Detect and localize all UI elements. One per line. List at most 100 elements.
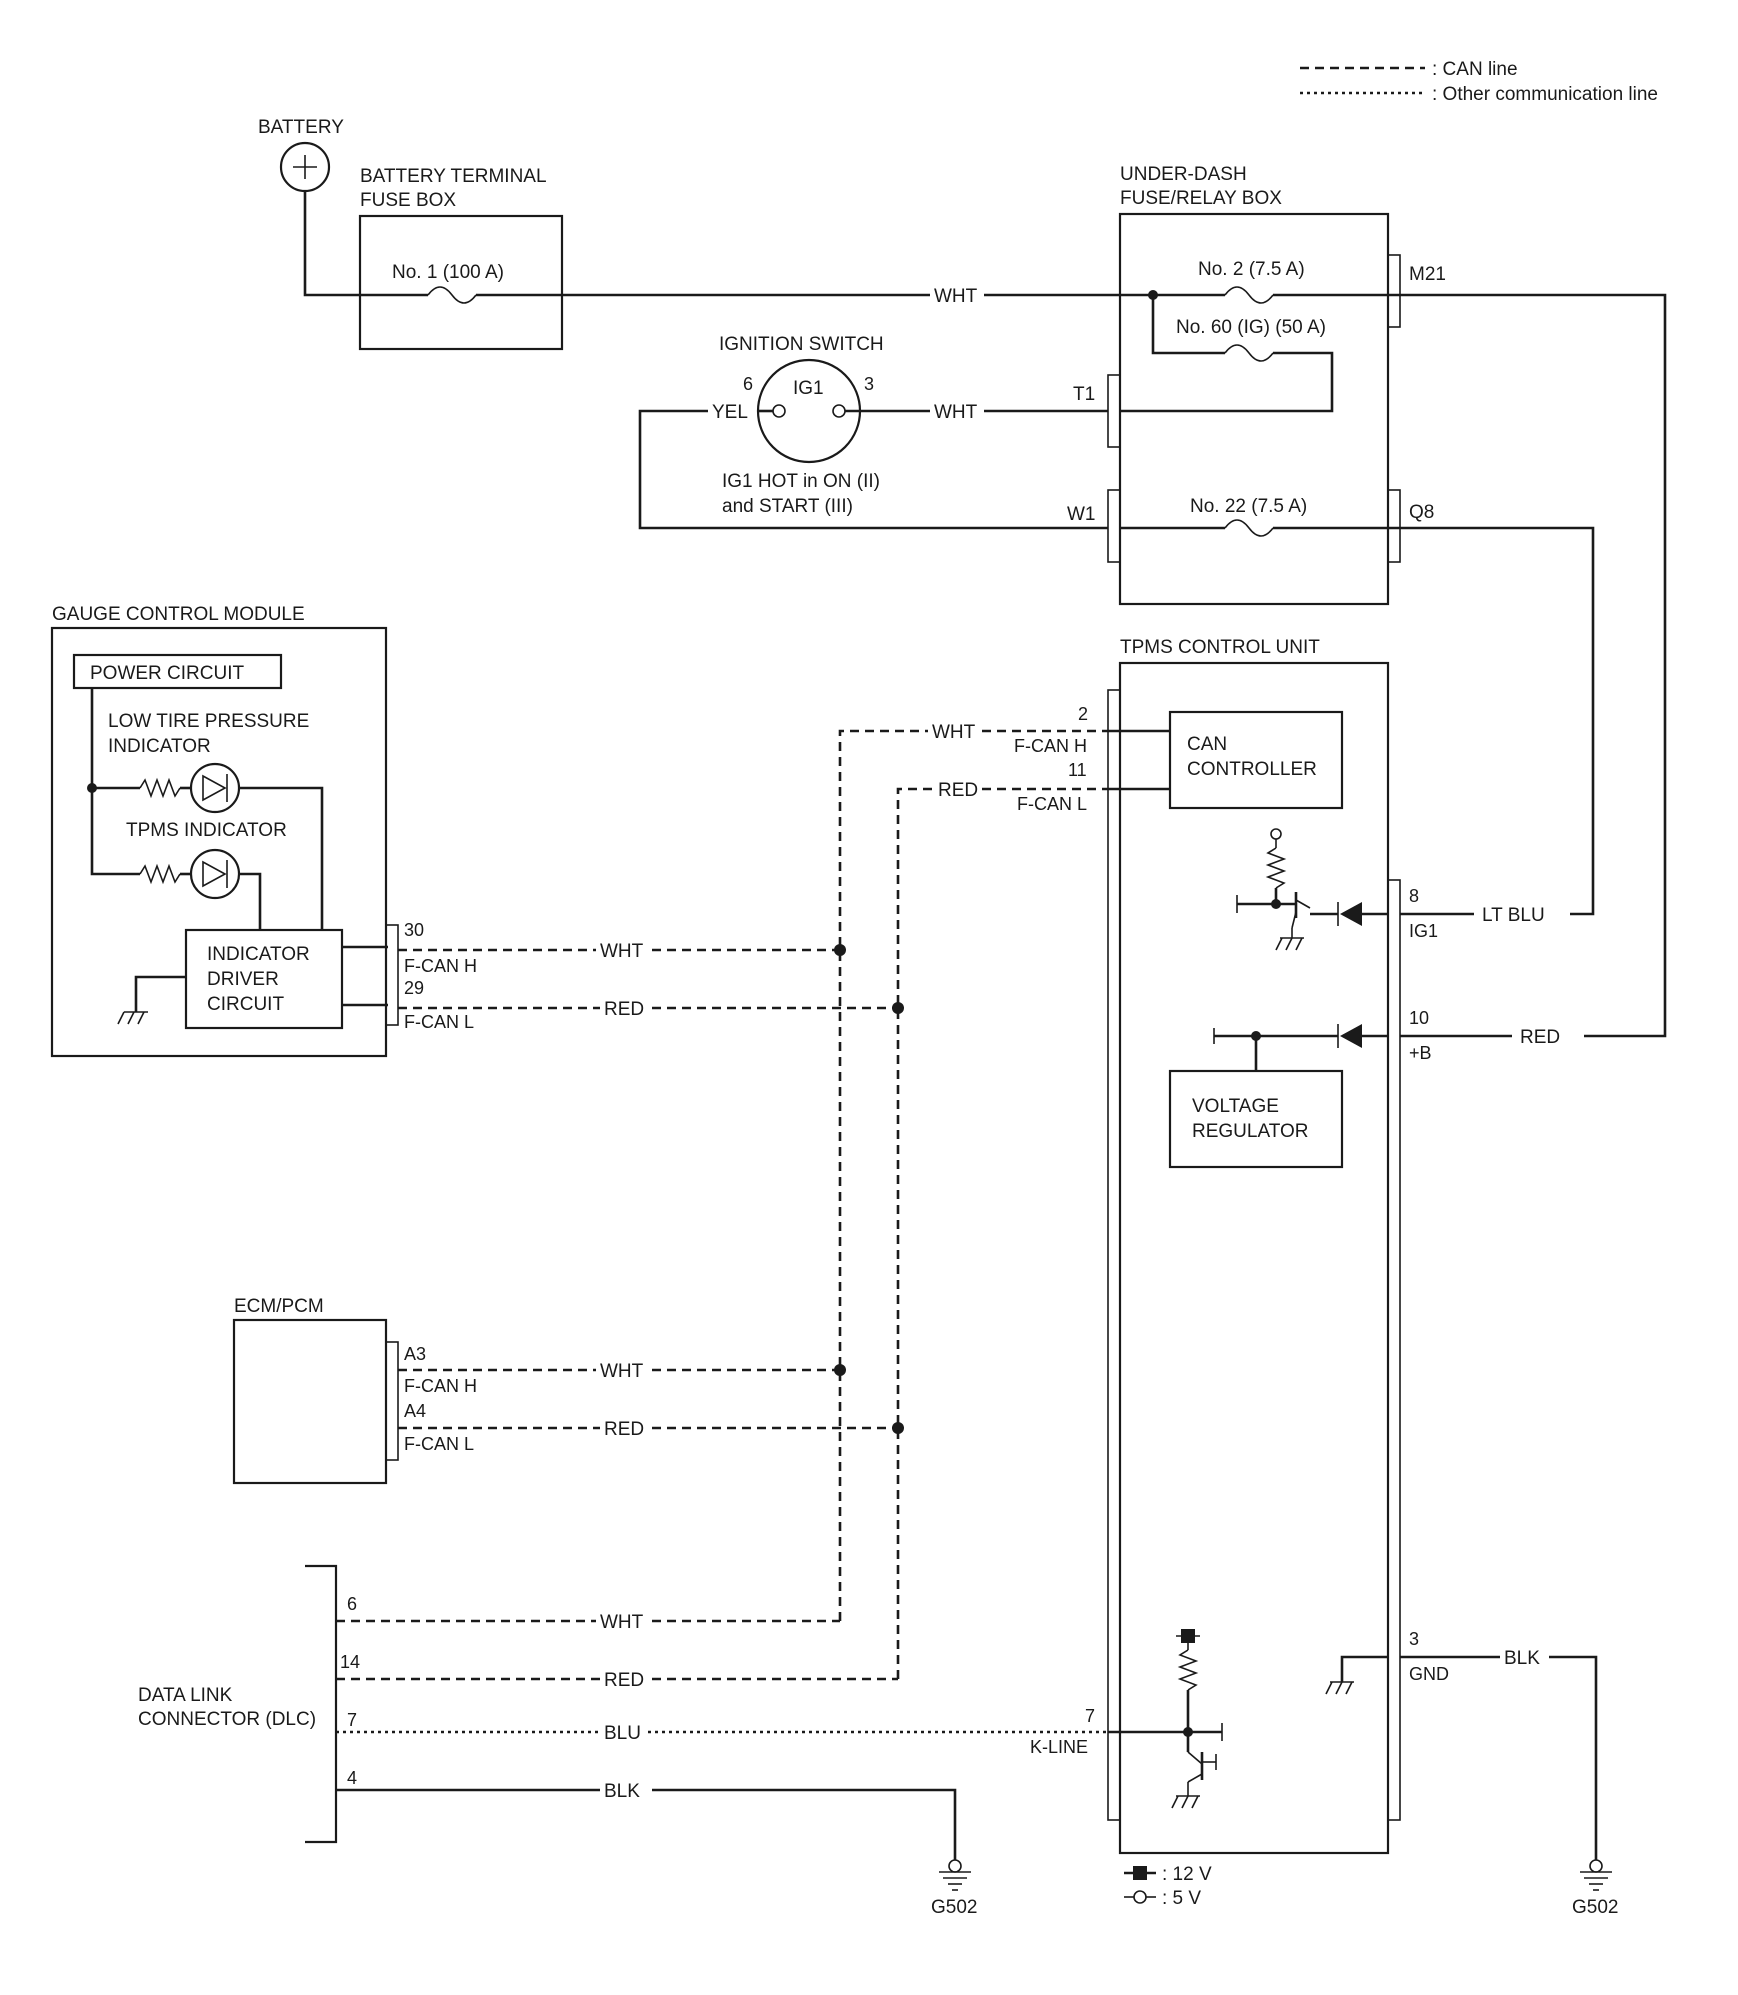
underdash-title-2: FUSE/RELAY BOX xyxy=(1120,188,1282,209)
ecm-label: ECM/PCM xyxy=(234,1296,324,1317)
power-circuit-label: POWER CIRCUIT xyxy=(90,663,245,684)
fuse-box-title-2: FUSE BOX xyxy=(360,190,456,211)
wire-label-wht-ecm: WHT xyxy=(600,1361,644,1382)
legend: : CAN line : Other communication line xyxy=(1300,59,1658,105)
diode-icon xyxy=(1340,902,1362,926)
resistor-icon xyxy=(1177,1649,1199,1691)
can-controller-label-1: CAN xyxy=(1187,734,1227,755)
wire-label-yel: YEL xyxy=(712,402,748,423)
f-can-h-bus xyxy=(838,729,928,1621)
junction-dot xyxy=(892,1002,904,1014)
vreg-label-2: REGULATOR xyxy=(1192,1121,1309,1142)
resistor-icon xyxy=(139,777,181,799)
tpms-terminal-8: 8 xyxy=(1409,886,1419,906)
ground-g502-right: G502 xyxy=(1572,1859,1618,1918)
gauge-control-module: GAUGE CONTROL MODULE POWER CIRCUIT LOW T… xyxy=(50,604,477,1058)
fuse-icon xyxy=(1224,519,1274,537)
ground-icon xyxy=(948,1859,962,1873)
f-can-l-bus xyxy=(896,787,934,1679)
wire-label-wht-can-tpms: WHT xyxy=(932,722,976,743)
vreg-label-1: VOLTAGE xyxy=(1192,1096,1279,1117)
dlc-label-2: CONNECTOR (DLC) xyxy=(138,1709,316,1730)
ecm-connector xyxy=(385,1341,399,1461)
power-circuit-box xyxy=(72,653,283,690)
tpms-terminal-3: 3 xyxy=(1409,1629,1419,1649)
tpms-terminal-2-sig: F-CAN H xyxy=(1014,736,1087,756)
fuse-icon xyxy=(427,286,477,304)
connector-m21 xyxy=(1387,254,1401,328)
dlc-terminal-6: 6 xyxy=(347,1594,357,1614)
diode-icon xyxy=(1340,1024,1362,1048)
ground-g502-left: G502 xyxy=(931,1859,977,1918)
tpms-terminal-8-sig: IG1 xyxy=(1409,921,1438,941)
wire-label-blu-dlc: BLU xyxy=(604,1723,641,1744)
legend-other-line: : Other communication line xyxy=(1432,84,1658,105)
ecm-terminal-a3-sig: F-CAN H xyxy=(404,1376,477,1396)
tpms-control-unit: TPMS CONTROL UNIT CAN CONTROLLER 2 F-CAN… xyxy=(1014,637,1449,1855)
tpms-terminal-11: 11 xyxy=(1068,760,1087,780)
dlc-label-1: DATA LINK xyxy=(138,1685,233,1706)
5v-supply-icon xyxy=(1133,1890,1147,1904)
tpms-terminal-2: 2 xyxy=(1078,704,1088,724)
terminal-m21: M21 xyxy=(1409,264,1446,285)
driver-label-2: DRIVER xyxy=(207,969,279,990)
can-controller-label-2: CONTROLLER xyxy=(1187,759,1317,780)
fuse-icon xyxy=(1224,344,1274,362)
legend-12v: : 12 V xyxy=(1162,1864,1212,1885)
gauge-terminal-29: 29 xyxy=(404,978,424,998)
voltage-regulator-box xyxy=(1168,1069,1344,1169)
gauge-terminal-30-sig: F-CAN H xyxy=(404,956,477,976)
can-controller-box xyxy=(1168,710,1344,810)
gauge-module-title: GAUGE CONTROL MODULE xyxy=(52,604,305,625)
tpms-right-connector xyxy=(1387,879,1401,1821)
under-dash-fuse-relay-box: UNDER-DASH FUSE/RELAY BOX No. 2 (7.5 A) … xyxy=(1067,164,1446,606)
ig-terminal-6: 6 xyxy=(743,374,753,394)
ig1-note-2: and START (III) xyxy=(722,496,853,517)
wire-label-wht-ig: WHT xyxy=(934,402,978,423)
terminal-w1: W1 xyxy=(1067,504,1096,525)
tpms-unit-title: TPMS CONTROL UNIT xyxy=(1120,637,1320,658)
wire-label-red-b: RED xyxy=(1520,1027,1560,1048)
connector-t1 xyxy=(1107,374,1121,448)
tpms-left-connector xyxy=(1107,689,1121,1821)
fuse-no22-label: No. 22 (7.5 A) xyxy=(1190,496,1307,517)
gauge-connector xyxy=(385,924,399,1026)
tpms-terminal-11-sig: F-CAN L xyxy=(1017,794,1087,814)
fuse-box-title-1: BATTERY TERMINAL xyxy=(360,166,547,187)
dlc-terminal-4: 4 xyxy=(347,1768,357,1788)
terminal-q8: Q8 xyxy=(1409,502,1434,523)
connector-q8 xyxy=(1387,489,1401,563)
wire-label-red-gauge: RED xyxy=(604,999,644,1020)
fuse-no2-label: No. 2 (7.5 A) xyxy=(1198,259,1305,280)
resistor-icon xyxy=(1265,847,1287,889)
wire-label-wht-main: WHT xyxy=(934,286,978,307)
tpms-terminal-7-sig: K-LINE xyxy=(1030,1737,1088,1757)
dlc-terminal-14: 14 xyxy=(340,1652,360,1672)
data-link-connector: DATA LINK CONNECTOR (DLC) 6 14 7 4 xyxy=(138,1564,360,1844)
junction-dot xyxy=(892,1422,904,1434)
low-tire-label-2: INDICATOR xyxy=(108,736,211,757)
battery-terminal-fuse-box: BATTERY TERMINAL FUSE BOX No. 1 (100 A) xyxy=(358,166,930,351)
ignition-switch-label: IGNITION SWITCH xyxy=(719,334,884,355)
tpms-terminal-10-sig: +B xyxy=(1409,1043,1432,1063)
driver-label-3: CIRCUIT xyxy=(207,994,284,1015)
wire-label-red-ecm: RED xyxy=(604,1419,644,1440)
battery: BATTERY xyxy=(258,117,428,297)
voltage-legend: : 12 V : 5 V xyxy=(1124,1864,1212,1909)
ecm-terminal-a4-sig: F-CAN L xyxy=(404,1434,474,1454)
terminal-t1: T1 xyxy=(1073,384,1095,405)
ground-label-left: G502 xyxy=(931,1897,977,1918)
tpms-indicator-label: TPMS INDICATOR xyxy=(126,820,287,841)
tpms-led-icon xyxy=(189,848,241,900)
ig1-label: IG1 xyxy=(793,378,824,399)
battery-label: BATTERY xyxy=(258,117,344,138)
ground-label-right: G502 xyxy=(1572,1897,1618,1918)
gauge-terminal-29-sig: F-CAN L xyxy=(404,1012,474,1032)
fuse-no60-label: No. 60 (IG) (50 A) xyxy=(1176,317,1326,338)
tpms-terminal-3-sig: GND xyxy=(1409,1664,1449,1684)
wire-label-red-dlc: RED xyxy=(604,1670,644,1691)
legend-5v: : 5 V xyxy=(1162,1888,1201,1909)
fuse-no1-label: No. 1 (100 A) xyxy=(392,262,504,283)
legend-can-line: : CAN line xyxy=(1432,59,1518,80)
resistor-icon xyxy=(139,863,181,885)
